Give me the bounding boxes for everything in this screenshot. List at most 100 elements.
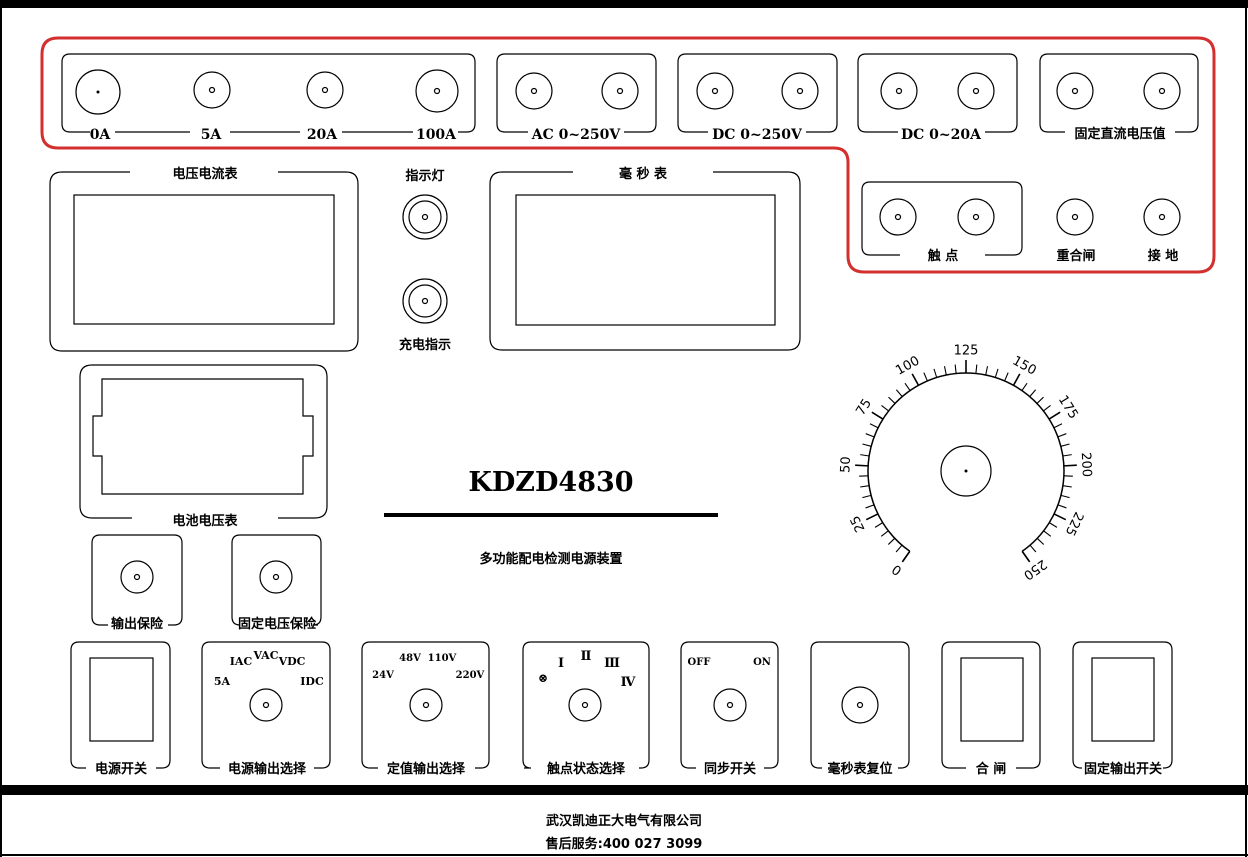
output-fuse-label: 输出保险 [111, 616, 164, 632]
dial-tick [994, 368, 999, 378]
title-underline [384, 513, 718, 517]
fixed-output-switch[interactable] [1091, 657, 1155, 742]
dial-tick [1048, 411, 1061, 420]
dial-tick [1036, 537, 1045, 545]
voltage-current-display [73, 194, 335, 325]
label-100a: 100A [416, 127, 457, 143]
option-idc: IDC [300, 675, 324, 688]
contact-state-select-label: 触点状态选择 [546, 761, 626, 777]
dial-tick [1036, 396, 1044, 404]
option-vac: VAC [253, 649, 279, 662]
sync-off-label: OFF [688, 657, 711, 668]
terminal-contact-2[interactable] [957, 198, 995, 236]
contact-state-select-group: ⊗ Ⅰ Ⅱ Ⅲ Ⅳ 触点状态选择 [522, 641, 650, 777]
device-name: 多功能配电检测电源装置 [479, 551, 622, 567]
dial-label: 225 [1062, 509, 1086, 538]
terminal-0a[interactable] [75, 69, 121, 115]
dial-label: 175 [1055, 393, 1081, 422]
dial-tick [1029, 389, 1037, 397]
terminal-dc-current-1[interactable] [880, 72, 918, 110]
output-fuse[interactable] [120, 560, 154, 594]
dial-label: 0 [889, 561, 904, 578]
dial-tick [1053, 423, 1063, 429]
terminal-fixed-dc-1[interactable] [1056, 72, 1094, 110]
fixed-output-select-knob[interactable] [409, 688, 443, 722]
dial-label: 250 [1020, 556, 1049, 583]
option-48v: 48V [399, 653, 421, 664]
terminal-dc-2[interactable] [781, 72, 819, 110]
contact-state-select-knob[interactable] [568, 688, 602, 722]
dial-tick [1057, 504, 1067, 509]
dial-tick [1043, 404, 1051, 412]
dial-tick [911, 373, 920, 386]
top-border [0, 0, 1248, 8]
label-fixed-dc: 固定直流电压值 [1074, 126, 1165, 142]
voltage-current-meter: 电压电流表 [49, 166, 359, 352]
dial-arc [867, 372, 1065, 552]
option-110v: 110V [428, 653, 457, 664]
terminal-fixed-dc-2[interactable] [1143, 72, 1181, 110]
label-dc-current: DC 0~20A [901, 127, 982, 143]
label-20a: 20A [307, 127, 338, 143]
dial-tick [1062, 485, 1072, 488]
option-vdc: VDC [278, 655, 306, 668]
terminal-100a[interactable] [415, 69, 459, 113]
dial-label: 125 [954, 344, 979, 359]
terminal-dc-current-2[interactable] [957, 72, 995, 110]
battery-display [92, 378, 314, 495]
millisecond-display [515, 194, 776, 326]
bottom-divider [0, 785, 1248, 795]
terminal-contact-1[interactable] [879, 198, 917, 236]
ms-reset-button[interactable] [841, 686, 879, 724]
dial-label: 100 [893, 353, 922, 378]
power-switch[interactable] [89, 657, 154, 742]
battery-meter-title: 电池电压表 [172, 513, 238, 529]
terminal-5a[interactable] [193, 71, 231, 109]
dial-tick [1012, 373, 1021, 386]
label-reclose: 重合闸 [1056, 248, 1095, 264]
close-group: 合 闸 [941, 641, 1041, 777]
dial-tick [1063, 464, 1077, 467]
company-name: 武汉凯迪正大电气有限公司 [546, 813, 702, 829]
dial-tick [888, 396, 896, 404]
terminal-20a[interactable] [306, 71, 344, 109]
terminal-ac-1[interactable] [515, 72, 553, 110]
ms-reset-label: 毫秒表复位 [827, 761, 892, 777]
terminal-dc-1[interactable] [696, 72, 734, 110]
dial-label: 200 [1078, 452, 1094, 478]
current-terminal-group: 0A 5A 20A 100A [61, 53, 476, 143]
dial-label: 75 [853, 396, 874, 418]
close-switch[interactable] [960, 657, 1024, 742]
power-output-select-knob[interactable] [249, 688, 283, 722]
dial-tick [985, 366, 989, 376]
service-hotline: 售后服务:400 027 3099 [546, 836, 703, 852]
dial-tick [860, 454, 870, 457]
sync-on-label: ON [753, 657, 771, 668]
terminal-reclose[interactable] [1056, 198, 1094, 236]
fixed-voltage-fuse[interactable] [259, 560, 293, 594]
terminal-ground[interactable] [1143, 198, 1181, 236]
dial-tick [865, 433, 875, 438]
dial-tick [874, 522, 884, 528]
dial-tick [860, 485, 870, 488]
dial-tick [954, 364, 957, 374]
dial-tick [862, 494, 872, 499]
millisecond-meter: 毫 秒 表 [489, 166, 801, 351]
dial-knob[interactable] [940, 445, 992, 497]
dial-tick [1048, 522, 1058, 528]
terminal-ac-2[interactable] [601, 72, 639, 110]
sync-switch-knob[interactable] [713, 688, 747, 722]
option-24v: 24V [372, 670, 394, 681]
millisecond-meter-title: 毫 秒 表 [619, 166, 668, 182]
option-220v: 220V [456, 670, 485, 681]
dc-terminal-group: DC 0~250V [677, 53, 838, 143]
dial-tick [881, 404, 889, 412]
dial-tick [862, 443, 872, 447]
sync-switch-label: 同步开关 [704, 761, 756, 777]
label-ac: AC 0~250V [531, 127, 622, 143]
dial-tick [855, 464, 869, 467]
dial-tick [933, 368, 938, 378]
ms-reset-group: 毫秒表复位 [810, 641, 910, 777]
option-iv: Ⅳ [621, 675, 636, 690]
